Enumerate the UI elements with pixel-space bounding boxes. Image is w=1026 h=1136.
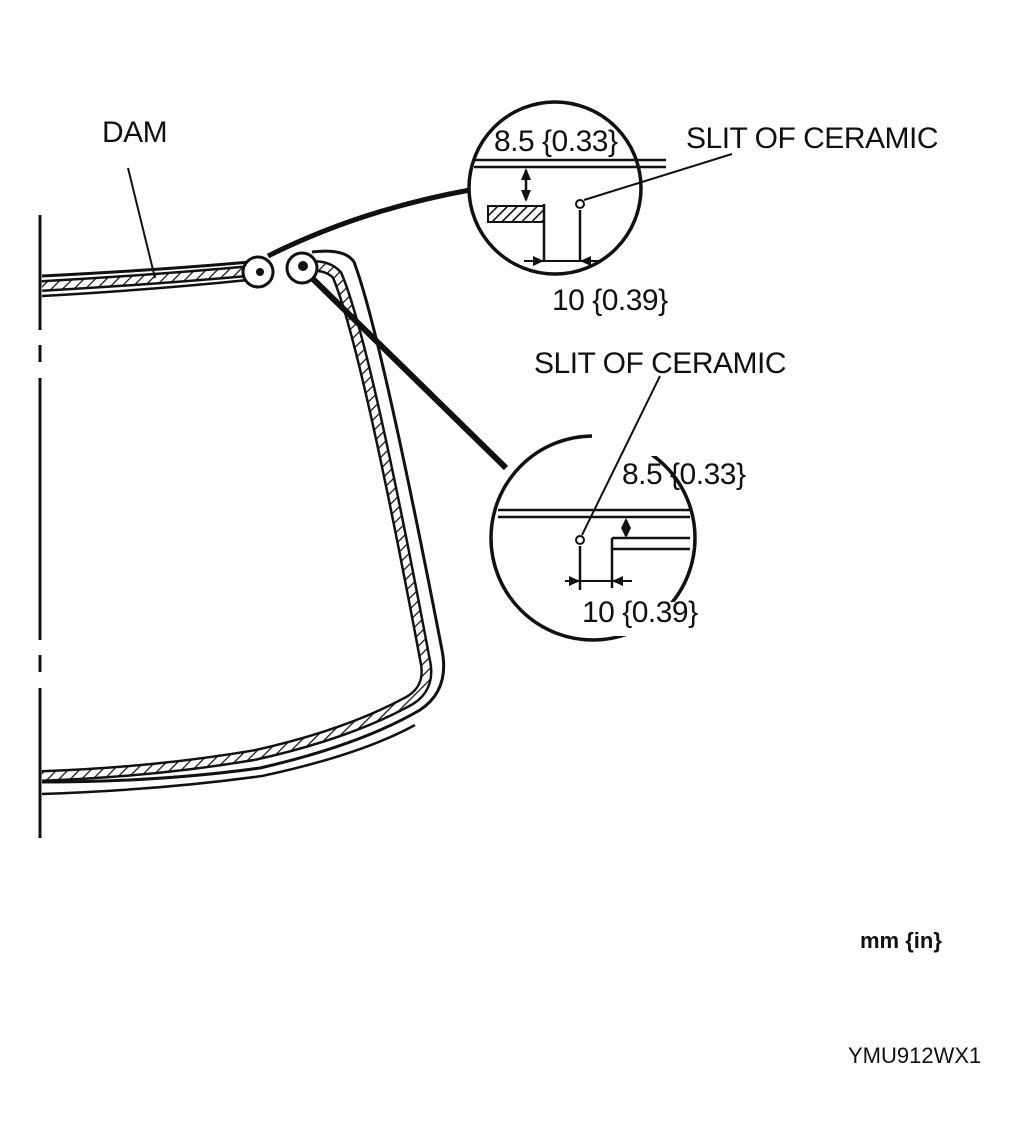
- leader-bottom-detail: [309, 275, 509, 471]
- slit-top-leader: [583, 153, 733, 201]
- slit-bottom-label: SLIT OF CERAMIC: [534, 347, 786, 380]
- slit-top-label: SLIT OF CERAMIC: [686, 122, 938, 155]
- detail-view-bottom: [489, 434, 718, 642]
- figure-code: YMU912WX1: [848, 1043, 981, 1068]
- leader-top-detail: [266, 187, 471, 259]
- dim-top-horizontal: 10 {0.39}: [552, 284, 668, 317]
- detail-marker-bottom-dot: [298, 261, 308, 271]
- dam-leader: [127, 167, 156, 279]
- dim-bottom-horizontal: 10 {0.39}: [582, 596, 698, 629]
- dim-bottom-vertical: 8.5 {0.33}: [622, 458, 746, 491]
- detail-view-top: [467, 100, 666, 276]
- dam-label: DAM: [102, 116, 167, 149]
- detail-marker-top-dot: [256, 268, 264, 276]
- dam-strip: [41, 260, 433, 796]
- glass-outline: [41, 249, 446, 784]
- slit-bottom-leader: [581, 375, 661, 536]
- units-label: mm {in}: [860, 928, 942, 953]
- dim-top-vertical: 8.5 {0.33}: [494, 125, 618, 158]
